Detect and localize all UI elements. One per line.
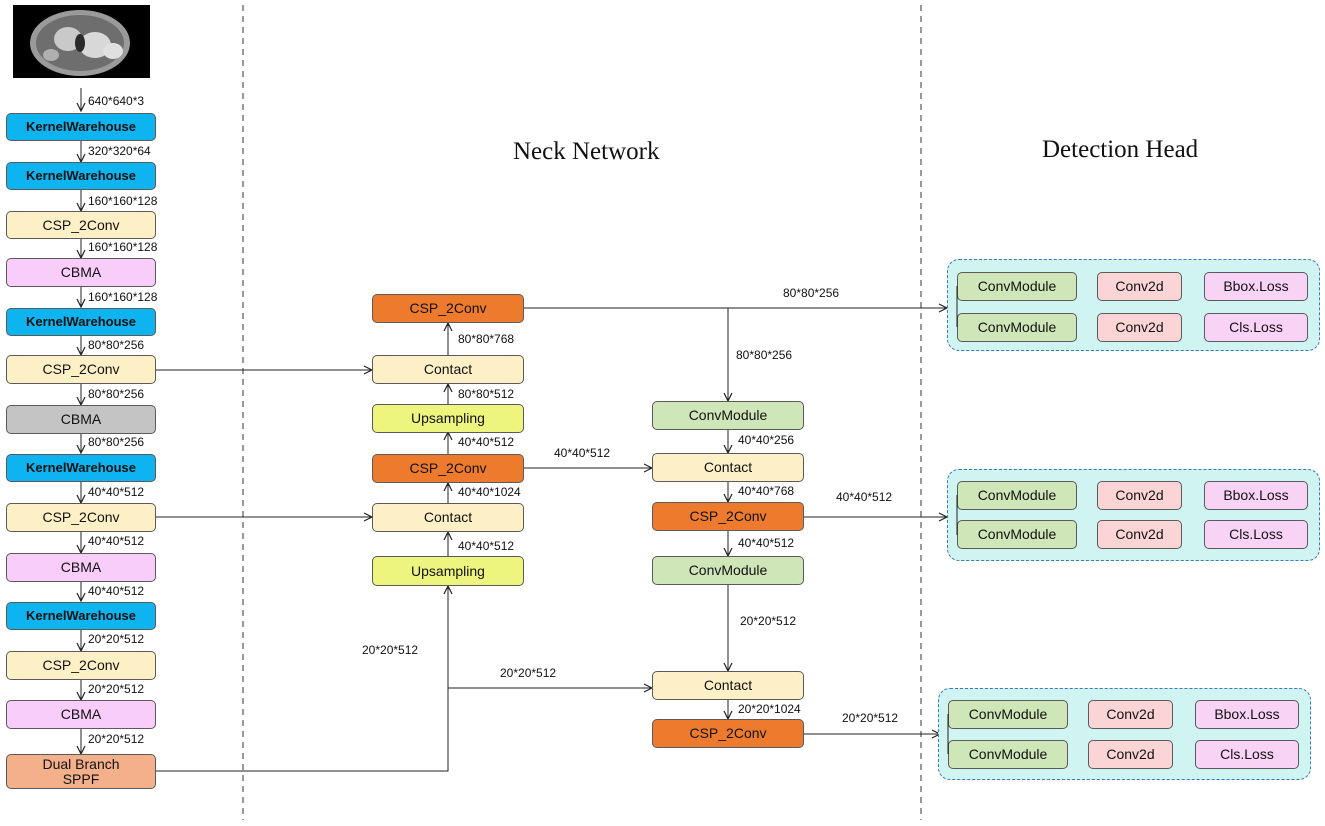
dim-label: 160*160*128 (88, 194, 158, 208)
dim-label: 40*40*512 (88, 485, 145, 499)
dim-label: 40*40*1024 (458, 485, 521, 499)
head1-conv2d-cls: Conv2d (1097, 313, 1182, 342)
neck-upsampling-2: Upsampling (372, 556, 524, 586)
neck-convmodule-2: ConvModule (652, 556, 804, 585)
head1-convmodule-cls: ConvModule (957, 313, 1077, 342)
backbone-cbma-4: CBMA (6, 700, 156, 729)
dim-label: 80*80*256 (88, 387, 145, 401)
dim-label: 80*80*256 (783, 286, 840, 300)
dim-label: 40*40*512 (458, 539, 515, 553)
dim-label: 40*40*512 (88, 534, 145, 548)
dim-label: 20*20*1024 (738, 702, 801, 716)
head3-conv2d-bbox: Conv2d (1088, 700, 1173, 729)
head2-convmodule-cls: ConvModule (957, 520, 1077, 549)
dim-label: 40*40*512 (88, 584, 145, 598)
backbone-kernelwarehouse-1: KernelWarehouse (6, 113, 156, 141)
backbone-kernelwarehouse-3: KernelWarehouse (6, 308, 156, 336)
dim-label: 40*40*256 (738, 433, 795, 447)
dim-label: 80*80*256 (88, 435, 145, 449)
head1-bbox-loss: Bbox.Loss (1204, 272, 1308, 301)
backbone-cbma-3: CBMA (6, 553, 156, 582)
backbone-csp-2conv-1: CSP_2Conv (6, 211, 156, 239)
dim-label: 20*20*512 (842, 711, 899, 725)
dim-label: 20*20*512 (740, 614, 797, 628)
dim-label: 20*20*512 (88, 632, 145, 646)
dim-label: 160*160*128 (88, 290, 158, 304)
head2-bbox-loss: Bbox.Loss (1204, 481, 1308, 510)
dim-label: 80*80*256 (736, 348, 793, 362)
backbone-cbma-2: CBMA (6, 405, 156, 434)
neck-csp-2conv-mid: CSP_2Conv (372, 454, 524, 483)
head3-bbox-loss: Bbox.Loss (1195, 700, 1299, 729)
head3-convmodule-cls: ConvModule (948, 740, 1068, 769)
dim-label: 40*40*768 (738, 484, 795, 498)
dim-label: 80*80*768 (458, 332, 515, 346)
neck-network-title: Neck Network (513, 138, 660, 165)
backbone-csp-2conv-3: CSP_2Conv (6, 503, 156, 532)
head2-conv2d-bbox: Conv2d (1097, 481, 1182, 510)
neck-csp-2conv-bottom: CSP_2Conv (652, 719, 804, 748)
neck-csp-2conv-right: CSP_2Conv (652, 502, 804, 531)
head2-convmodule-bbox: ConvModule (957, 481, 1077, 510)
input-mri-image (13, 5, 150, 78)
backbone-csp-2conv-2: CSP_2Conv (6, 355, 156, 384)
neck-upsampling-1: Upsampling (372, 404, 524, 433)
head3-cls-loss: Cls.Loss (1195, 740, 1299, 769)
sppf-label-line-2: SPPF (62, 770, 100, 787)
dim-label: 20*20*512 (88, 732, 145, 746)
neck-contact-1: Contact (372, 355, 524, 384)
dim-label: 160*160*128 (88, 240, 158, 254)
neck-contact-4: Contact (652, 671, 804, 700)
dim-label: 40*40*512 (738, 536, 795, 550)
backbone-kernelwarehouse-4: KernelWarehouse (6, 454, 156, 482)
dim-label: 20*20*512 (500, 666, 557, 680)
dim-label: 20*20*512 (362, 643, 419, 657)
head3-conv2d-cls: Conv2d (1088, 740, 1173, 769)
dim-label: 40*40*512 (458, 435, 515, 449)
dim-label: 320*320*64 (88, 144, 151, 158)
detection-head-title: Detection Head (1042, 136, 1199, 163)
brain-scan-graphic (30, 10, 130, 76)
dim-label: 80*80*256 (88, 338, 145, 352)
backbone-dual-branch-sppf: Dual Branch SPPF (6, 754, 156, 789)
backbone-cbma-1: CBMA (6, 258, 156, 287)
dim-label: 40*40*512 (554, 446, 611, 460)
neck-convmodule-1: ConvModule (652, 401, 804, 430)
backbone-csp-2conv-4: CSP_2Conv (6, 651, 156, 680)
head2-cls-loss: Cls.Loss (1204, 520, 1308, 549)
head3-convmodule-bbox: ConvModule (948, 700, 1068, 729)
neck-contact-2: Contact (372, 503, 524, 532)
dim-label: 40*40*512 (836, 490, 893, 504)
head1-conv2d-bbox: Conv2d (1097, 272, 1182, 301)
neck-csp-2conv-top: CSP_2Conv (372, 294, 524, 323)
dim-label: 640*640*3 (88, 94, 145, 108)
neck-contact-3: Contact (652, 453, 804, 482)
sppf-label-line-1: Dual Branch (42, 755, 120, 772)
head1-convmodule-bbox: ConvModule (957, 272, 1077, 301)
backbone-kernelwarehouse-5: KernelWarehouse (6, 602, 156, 630)
dim-label: 80*80*512 (458, 387, 515, 401)
dim-label: 20*20*512 (88, 682, 145, 696)
head1-cls-loss: Cls.Loss (1204, 313, 1308, 342)
head2-conv2d-cls: Conv2d (1097, 520, 1182, 549)
backbone-kernelwarehouse-2: KernelWarehouse (6, 162, 156, 190)
